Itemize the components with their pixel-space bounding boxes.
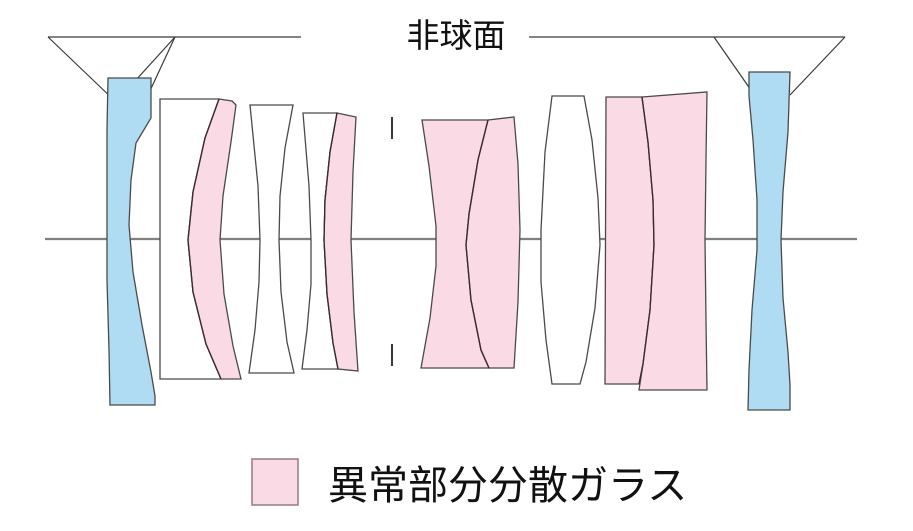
leader-diagonal-right-inner [713, 36, 754, 94]
lens-element-L1-aspherical [106, 77, 156, 406]
cement-line-L7 [638, 96, 655, 385]
leader-diagonal-right-outer [789, 36, 846, 96]
leader-diagonal-left-second [147, 36, 176, 96]
aspherical-callout-left [47, 36, 301, 103]
cement-line-L5 [465, 119, 490, 369]
leader-diagonal-left-outer [47, 36, 117, 103]
cement-line-L2 [187, 98, 222, 380]
lens-element-L3-white [248, 104, 295, 374]
lens-element-L8-aspherical [747, 71, 791, 411]
legend-swatch-anomalous-glass [251, 458, 299, 506]
lens-element-L6-white [540, 95, 601, 385]
cement-line-L4 [323, 112, 339, 370]
legend: 異常部分分散ガラス [251, 458, 687, 509]
aspherical-callout-right [529, 36, 846, 96]
legend-label-anomalous-glass: 異常部分分散ガラス [328, 463, 687, 509]
page-title: 非球面 [407, 16, 506, 55]
